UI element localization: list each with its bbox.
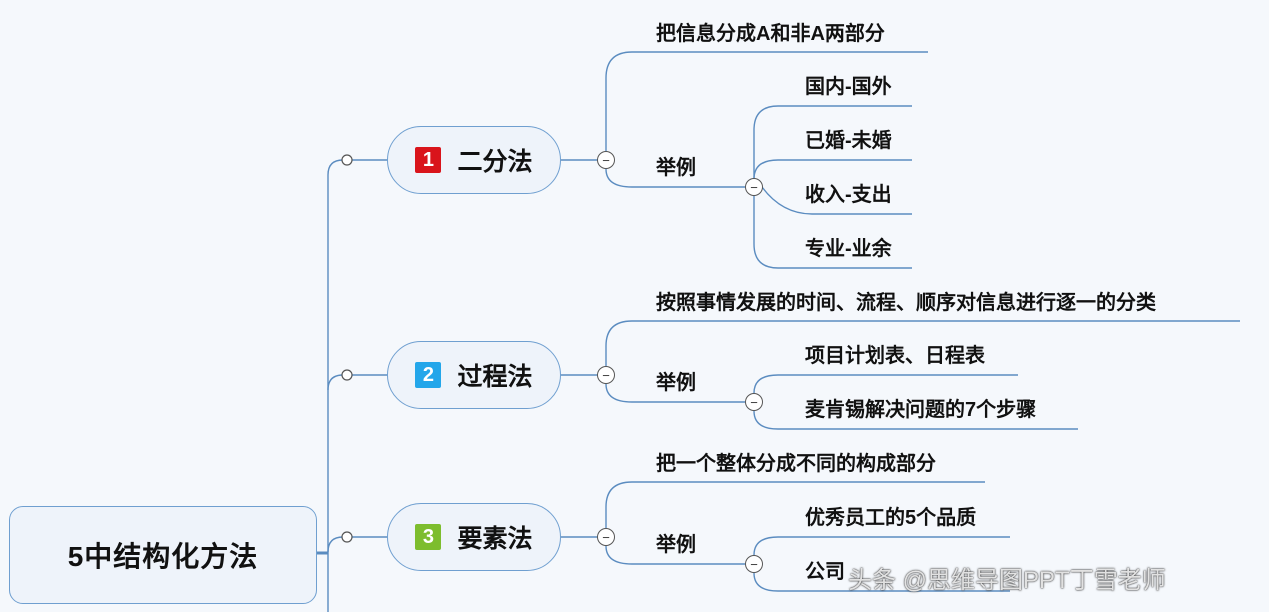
collapse-toggle-icon[interactable]: − [745, 393, 763, 411]
definition-topic[interactable]: 把信息分成A和非A两部分 [656, 23, 885, 45]
watermark: 头条 @思维导图PPT丁雪老师 [848, 567, 1166, 594]
collapse-toggle-icon[interactable]: − [597, 366, 615, 384]
collapse-toggle-icon[interactable]: − [597, 151, 615, 169]
example-topic[interactable]: 举例 [656, 372, 696, 394]
definition-topic[interactable]: 按照事情发展的时间、流程、顺序对信息进行逐一的分类 [656, 292, 1156, 314]
example-item[interactable]: 项目计划表、日程表 [805, 345, 985, 367]
example-topic[interactable]: 举例 [656, 157, 696, 179]
central-topic[interactable]: 5中结构化方法 [9, 506, 317, 604]
collapse-toggle-icon[interactable]: − [745, 555, 763, 573]
collapse-toggle-icon[interactable]: − [597, 528, 615, 546]
branch-node-2[interactable]: 2 过程法 [387, 341, 561, 409]
number-badge-icon: 2 [415, 362, 442, 388]
example-item[interactable]: 国内-国外 [805, 76, 892, 98]
example-item[interactable]: 公司 [805, 561, 845, 583]
collapse-toggle-icon[interactable]: − [745, 178, 763, 196]
example-item[interactable]: 专业-业余 [805, 238, 892, 260]
definition-topic[interactable]: 把一个整体分成不同的构成部分 [656, 453, 936, 475]
central-topic-label: 5中结构化方法 [67, 541, 259, 572]
branch-node-1[interactable]: 1 二分法 [387, 126, 561, 194]
example-topic[interactable]: 举例 [656, 534, 696, 556]
example-item[interactable]: 麦肯锡解决问题的7个步骤 [805, 399, 1037, 421]
number-badge-icon: 1 [415, 147, 442, 173]
branch-node-3[interactable]: 3 要素法 [387, 503, 561, 571]
number-badge-icon: 3 [415, 524, 442, 550]
branch-label: 二分法 [457, 148, 533, 176]
example-item[interactable]: 收入-支出 [805, 184, 892, 206]
branch-label: 要素法 [457, 525, 533, 553]
branch-label: 过程法 [457, 363, 533, 391]
example-item[interactable]: 已婚-未婚 [805, 130, 892, 152]
example-item[interactable]: 优秀员工的5个品质 [805, 507, 977, 529]
